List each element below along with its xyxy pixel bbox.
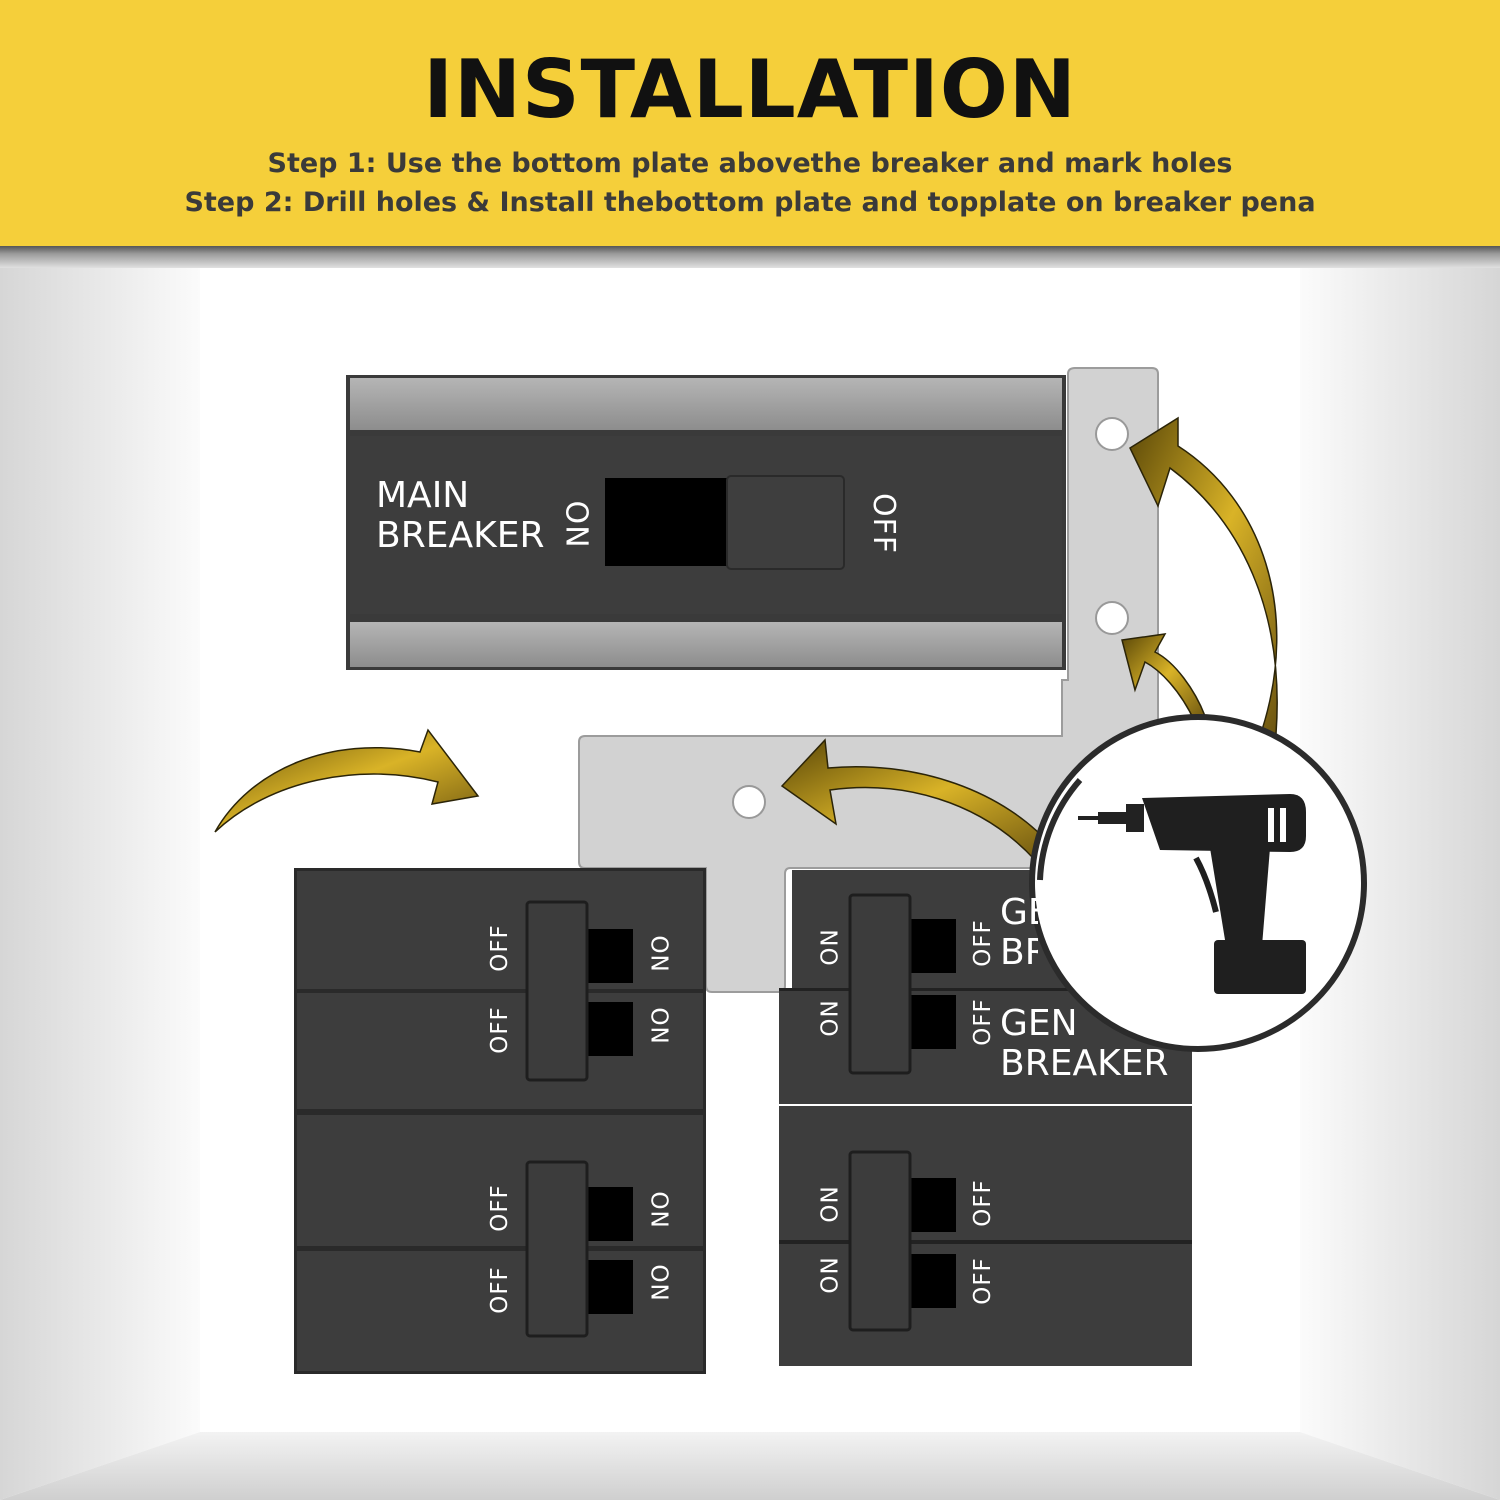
switch-on-label: ON (645, 1007, 672, 1045)
gen-breaker-top-label-line2: BREAKER (1000, 932, 1038, 973)
main-switch-slot (605, 478, 727, 566)
switch-on-label: ON (817, 1185, 844, 1223)
switch-off-label: OFF (486, 924, 513, 972)
floor (0, 1432, 1500, 1500)
header-banner: INSTALLATION Step 1: Use the bottom plat… (0, 0, 1500, 246)
step-1-text: Step 1: Use the bottom plate abovethe br… (267, 148, 1233, 179)
switch-on-label: ON (817, 928, 844, 966)
left-wall (0, 266, 200, 1500)
switch-off-label: OFF (969, 1179, 996, 1227)
main-switch-handle (726, 475, 845, 570)
gen-breaker-top-label-line1: GEN (1000, 893, 1038, 933)
mount-hole (1095, 601, 1129, 635)
cordless-drill-icon (1078, 794, 1306, 994)
main-breaker-label-line1: MAIN (376, 475, 470, 516)
curved-arrow-icon (1129, 416, 1278, 735)
switch-off-label: OFF (969, 919, 996, 967)
left-breaker-bank (294, 868, 706, 1374)
switch-on-label: ON (817, 1256, 844, 1294)
curved-arrow-icon (780, 738, 1057, 861)
main-off-label: OFF (866, 492, 902, 555)
drill-badge (1029, 714, 1367, 1052)
switch-on-label: ON (645, 1191, 672, 1229)
switch-on-label: ON (645, 935, 672, 973)
page-title: INSTALLATION (423, 43, 1077, 136)
switch-on-label: ON (645, 1264, 672, 1302)
curved-arrow-icon (1121, 633, 1206, 724)
main-breaker-label: MAIN BREAKER (376, 476, 544, 556)
switch-off-label: OFF (486, 1266, 513, 1314)
main-breaker-label-line2: BREAKER (376, 515, 545, 556)
gen-breaker-label-line2: BREAKER (1000, 1043, 1169, 1084)
main-breaker (346, 375, 1066, 670)
switch-on-label: ON (817, 999, 844, 1037)
switch-off-label: OFF (969, 998, 996, 1046)
right-wall (1300, 266, 1500, 1500)
header-shadow (0, 246, 1500, 268)
main-on-label: ON (558, 500, 594, 549)
gen-breaker-top-label: GEN BREAKER (1000, 893, 1038, 975)
curved-arrow-icon (214, 728, 480, 833)
switch-off-label: OFF (486, 1184, 513, 1232)
switch-off-label: OFF (486, 1006, 513, 1054)
gen-breaker-label-line1: GEN (1000, 1003, 1078, 1044)
gen-breaker-label: GEN BREAKER (1000, 1004, 1168, 1084)
mount-hole (732, 785, 766, 819)
step-2-text: Step 2: Drill holes & Install thebottom … (184, 187, 1316, 218)
mount-hole (1095, 417, 1129, 451)
switch-off-label: OFF (969, 1257, 996, 1305)
